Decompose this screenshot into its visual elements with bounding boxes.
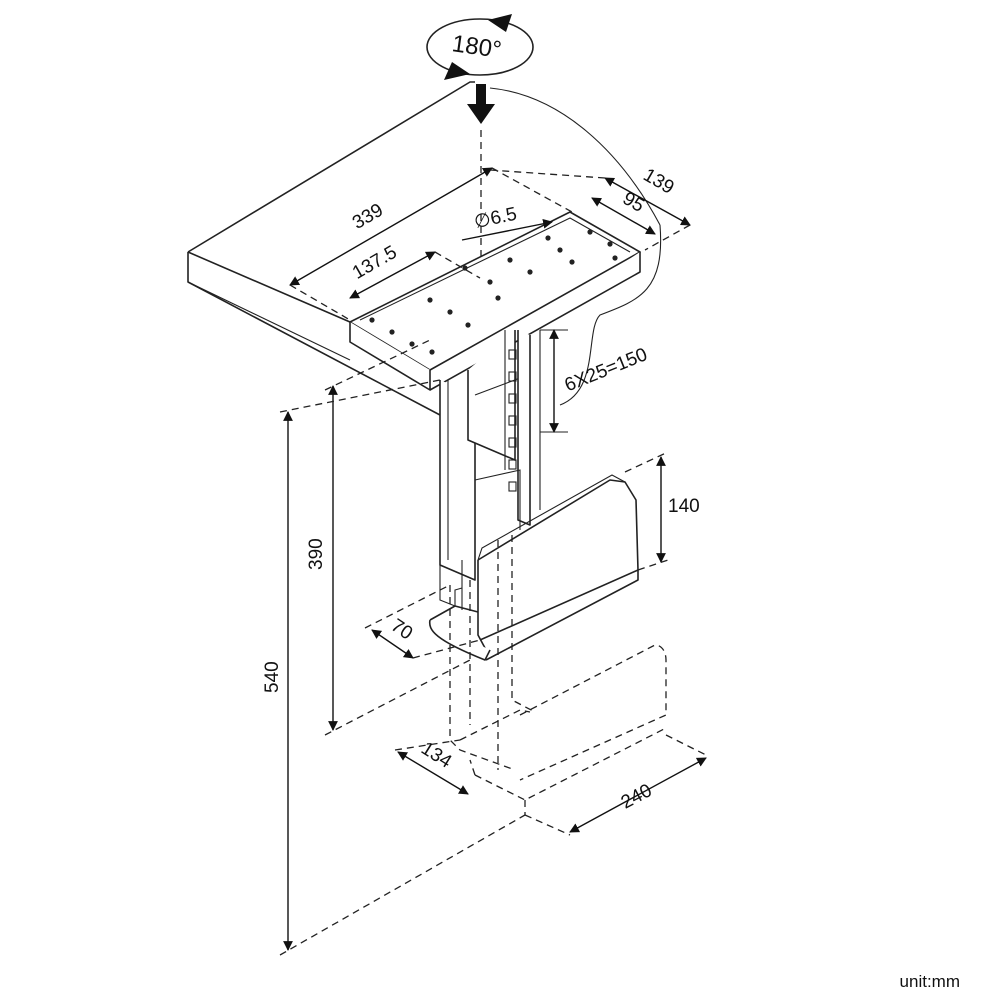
dimension-label-95: 95 [619, 188, 648, 217]
dimension-holder-width-min: 134 [394, 738, 469, 795]
dimension-adjust-steps: 6X25=150 [540, 329, 651, 433]
rotation-arrow-bottom-icon [444, 62, 470, 80]
dimension-holder-height: 140 [624, 451, 700, 571]
rotation-ellipse [426, 18, 534, 76]
pc-silhouette-large [469, 644, 667, 815]
rotation-symbol: 180° [426, 14, 534, 80]
dimension-inner-depth: 95 [591, 188, 656, 235]
dimension-label-70: 70 [387, 615, 416, 644]
dimension-label-240: 240 [618, 780, 656, 813]
dimension-label-540: 540 [262, 661, 283, 693]
desk-slab [187, 81, 475, 416]
pc-silhouette-small [449, 535, 536, 771]
dimension-label-339: 339 [349, 200, 387, 234]
dimension-holder-width-max: 240 [524, 734, 709, 836]
dimension-max-height: 540 [262, 379, 526, 956]
rotation-arrow-top-icon [488, 14, 512, 32]
dimension-label-steps: 6X25=150 [562, 344, 651, 396]
dimension-min-height: 390 [306, 339, 471, 736]
unit-label: unit:mm [899, 972, 960, 991]
mount-direction-arrow-icon [467, 84, 495, 124]
dimension-label-diameter: ∅6.5 [472, 204, 518, 233]
rotation-label: 180° [450, 30, 503, 64]
adjustment-slots [508, 349, 517, 492]
dimension-label-137-5: 137.5 [349, 242, 401, 284]
desk-cut-edge [559, 224, 662, 406]
dimension-label-140: 140 [668, 496, 700, 517]
dimension-label-390: 390 [306, 538, 327, 570]
dimension-label-139: 139 [640, 165, 678, 199]
telescopic-post [439, 330, 541, 610]
